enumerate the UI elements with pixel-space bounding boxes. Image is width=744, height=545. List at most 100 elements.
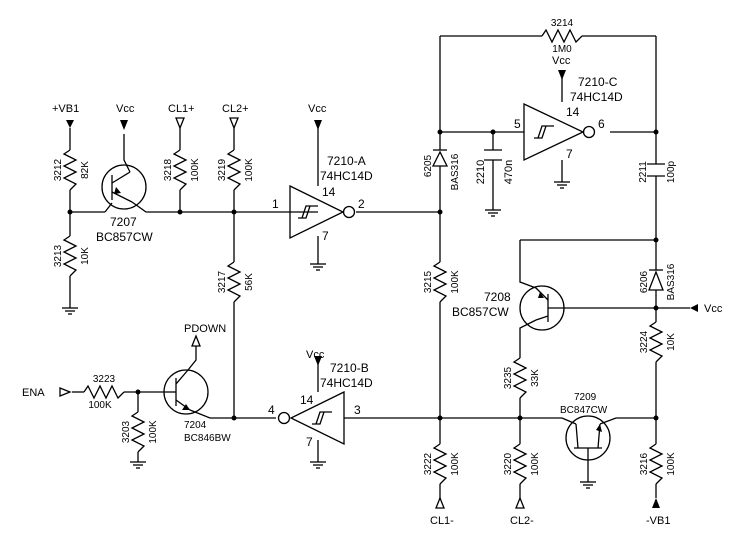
net-label-pdown: PDOWN <box>184 323 226 335</box>
transistor-7208-ref: 7208 <box>484 290 511 304</box>
gate-7210-a-pin-gnd: 7 <box>322 229 329 243</box>
net-labels: +VB1 Vcc CL1+ CL2+ Vcc Vcc Vcc PDOWN ENA… <box>22 55 723 527</box>
gate-7210-c-pin-in: 5 <box>514 117 521 131</box>
capacitor-2210-ref: 2210 <box>475 160 487 184</box>
resistor-3217-body <box>226 261 242 303</box>
gate-7210-a-pin-out: 2 <box>358 197 365 211</box>
resistor-3224-ref: 3224 <box>639 330 650 353</box>
resistor-3235-body <box>512 357 528 399</box>
resistor-3203-ref: 3203 <box>121 420 132 443</box>
transistor-7208-type: BC857CW <box>452 305 509 319</box>
resistor-3216-body <box>648 443 664 485</box>
grounds <box>61 181 597 489</box>
gate-7210-a-ref: 7210-A <box>327 154 366 168</box>
component-labels: 3212 82K 3213 10K 3218 100K 3219 100K 32… <box>53 18 677 476</box>
transistor-7207-type: BC857CW <box>96 230 153 244</box>
resistor-3219-body <box>226 149 242 191</box>
resistor-3215-ref: 3215 <box>423 270 434 293</box>
capacitor-2211-value: 100p <box>666 160 677 183</box>
capacitor-2210-value: 470n <box>503 160 515 184</box>
transistor-7209-ref: 7209 <box>574 392 597 403</box>
gate-7210-b <box>277 390 345 446</box>
gate-7210-b-type: 74HC14D <box>320 376 373 390</box>
gate-7210-b-pin-vcc: 14 <box>300 393 314 407</box>
resistor-3219-ref: 3219 <box>217 158 228 181</box>
resistor-3215-value: 100K <box>450 270 461 294</box>
resistor-3214-body <box>541 28 583 44</box>
gate-7210-a-pin-vcc: 14 <box>322 185 336 199</box>
net-label-vcc-3: Vcc <box>552 55 571 67</box>
diode-6206 <box>648 269 664 291</box>
net-label-vcc-1: Vcc <box>116 103 135 115</box>
gates <box>277 102 596 446</box>
gate-7210-b-pin-gnd: 7 <box>306 435 313 449</box>
resistor-3218-value: 100K <box>190 158 201 182</box>
gate-7210-c-pin-out: 6 <box>598 117 605 131</box>
net-label-cl2-neg: CL2- <box>510 515 534 527</box>
resistor-3212-ref: 3212 <box>53 158 64 181</box>
resistor-3220-body <box>512 443 528 485</box>
resistor-3223-ref: 3223 <box>93 374 116 385</box>
resistor-3223-value: 100K <box>88 400 112 411</box>
resistors <box>62 28 664 485</box>
net-label-cl1-neg: CL1- <box>430 515 454 527</box>
resistor-3217-ref: 3217 <box>217 270 228 293</box>
resistor-3212-body <box>62 149 78 191</box>
net-label-vb1-pos: +VB1 <box>52 103 79 115</box>
capacitor-2211-ref: 2211 <box>638 161 649 183</box>
net-label-cl1-pos: CL1+ <box>168 103 195 115</box>
diode-6206-value: BAS316 <box>666 263 677 300</box>
capacitor-2210 <box>484 149 502 161</box>
diode-6206-ref: 6206 <box>639 270 650 293</box>
transistor-7209 <box>565 415 611 462</box>
gate-7210-c-pin-vcc: 14 <box>566 105 580 119</box>
gate-7210-c-type: 74HC14D <box>570 90 623 104</box>
gate-7210-a-type: 74HC14D <box>320 169 373 183</box>
resistor-3235-ref: 3235 <box>503 366 514 389</box>
resistor-3216-ref: 3216 <box>639 452 650 475</box>
junctions <box>67 129 659 421</box>
resistor-3215-body <box>432 261 448 303</box>
resistor-3222-value: 100K <box>450 452 461 476</box>
resistor-3213-value: 10K <box>80 247 91 265</box>
gate-7210-b-pin-out: 3 <box>354 403 361 417</box>
resistor-3213-ref: 3213 <box>53 244 64 267</box>
resistor-3235-value: 33K <box>530 369 541 387</box>
gate-7210-a-pin-in: 1 <box>272 197 279 211</box>
resistor-3212-value: 82K <box>80 161 91 179</box>
transistor-7209-type: BC847CW <box>560 405 608 416</box>
transistor-7208 <box>519 285 566 331</box>
transistor-7204-type: BC846BW <box>184 433 231 444</box>
transistors <box>101 164 611 462</box>
resistor-3203-value: 100K <box>148 420 159 444</box>
resistor-3214-value: 1M0 <box>552 44 572 55</box>
resistor-3218-ref: 3218 <box>163 158 174 181</box>
resistor-3223-body <box>83 384 125 400</box>
net-label-vcc-2: Vcc <box>308 103 327 115</box>
net-label-cl2-pos: CL2+ <box>222 103 249 115</box>
net-label-ena: ENA <box>22 387 45 399</box>
resistor-3220-ref: 3220 <box>503 452 514 475</box>
gate-7210-a <box>289 184 356 240</box>
net-label-vb1-neg: -VB1 <box>646 515 670 527</box>
gate-7210-c <box>523 102 596 162</box>
resistor-3203-body <box>130 411 146 453</box>
gate-7210-c-pin-gnd: 7 <box>566 147 573 161</box>
resistor-3220-value: 100K <box>530 452 541 476</box>
resistor-3219-value: 100K <box>244 158 255 182</box>
transistor-7204 <box>163 369 209 415</box>
resistor-3218-body <box>172 149 188 191</box>
diodes <box>431 149 664 291</box>
net-label-vcc-5: Vcc <box>704 303 723 315</box>
gate-7210-c-ref: 7210-C <box>578 75 618 89</box>
transistor-7204-ref: 7204 <box>184 420 207 431</box>
diode-6205-ref: 6205 <box>423 154 434 177</box>
gate-7210-b-ref: 7210-B <box>330 361 369 375</box>
resistor-3222-ref: 3222 <box>423 452 434 475</box>
capacitors <box>484 149 665 177</box>
capacitor-2211 <box>647 163 665 177</box>
resistor-3222-body <box>432 443 448 485</box>
resistor-3213-body <box>62 235 78 277</box>
